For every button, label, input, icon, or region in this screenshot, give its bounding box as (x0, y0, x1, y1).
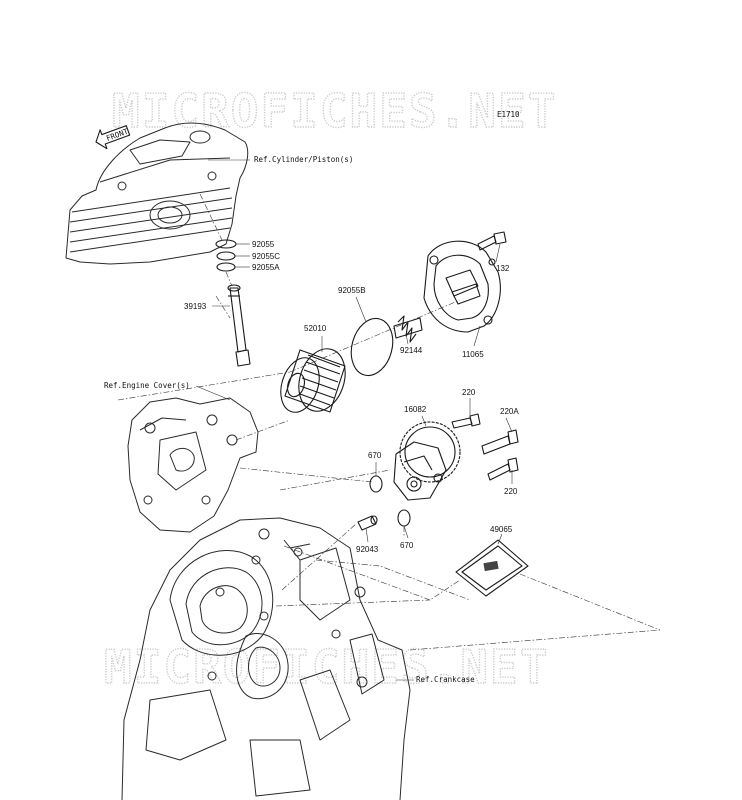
oil-filter (280, 348, 346, 413)
ref-engine-cover-label: Ref.Engine Cover(s) (104, 381, 190, 390)
front-label: FRONT (105, 127, 130, 143)
oil-pump (393, 421, 461, 501)
o-ring-stack (215, 239, 237, 272)
cylinder-head (65, 122, 249, 265)
leader-lines (195, 159, 513, 681)
oil-strainer (455, 539, 529, 597)
part-number-49065[interactable]: 49065 (490, 525, 513, 534)
oil-pipe (227, 284, 251, 367)
part-number-670-lower[interactable]: 670 (400, 541, 414, 550)
part-number-11065[interactable]: 11065 (462, 350, 484, 359)
part-number-52010[interactable]: 52010 (304, 324, 327, 333)
part-number-92144[interactable]: 92144 (400, 346, 423, 355)
large-o-ring (350, 317, 394, 377)
part-number-220a[interactable]: 220A (500, 407, 519, 416)
part-number-92055a[interactable]: 92055A (252, 263, 280, 272)
part-number-92055c[interactable]: 92055C (252, 252, 280, 261)
diagram-code: E1710 (497, 110, 520, 119)
assembly-lines (117, 193, 661, 651)
watermark-top: MICROFICHES.NET (112, 84, 557, 138)
part-number-92043[interactable]: 92043 (356, 545, 379, 554)
part-number-670-upper[interactable]: 670 (368, 451, 382, 460)
engine-cover (127, 397, 259, 533)
spring (393, 315, 423, 343)
o-ring-670-lower (397, 509, 411, 527)
part-number-16082[interactable]: 16082 (404, 405, 427, 414)
part-number-39193[interactable]: 39193 (184, 302, 207, 311)
part-number-220-top[interactable]: 220 (462, 388, 476, 397)
o-ring-670-upper (369, 475, 383, 493)
bolt-132 (477, 231, 507, 251)
part-number-92055b[interactable]: 92055B (338, 286, 366, 295)
part-number-132[interactable]: 132 (496, 264, 510, 273)
dowel-pin (357, 515, 378, 531)
part-number-220-bottom[interactable]: 220 (504, 487, 518, 496)
part-number-92055[interactable]: 92055 (252, 240, 275, 249)
ref-crankcase-label: Ref.Crankcase (416, 675, 475, 684)
pump-bolts (451, 413, 519, 481)
crankcase (121, 517, 411, 800)
watermark-bottom: MICROFICHES.NET (104, 640, 549, 694)
ref-cylinder-label: Ref.Cylinder/Piston(s) (254, 155, 353, 164)
filter-cover (423, 240, 501, 333)
